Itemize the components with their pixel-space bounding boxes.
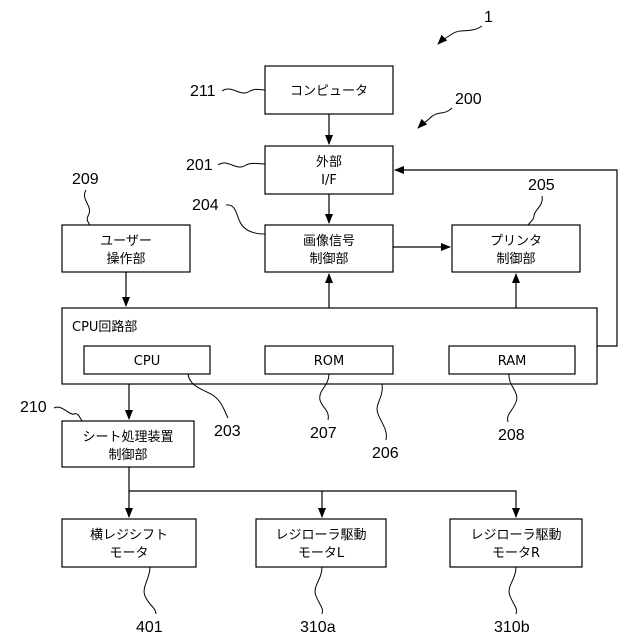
image-ctrl-label-1: 画像信号 [303, 234, 355, 249]
user-ops-label-1: ユーザー [100, 234, 152, 249]
ref-211: 211 [190, 83, 216, 100]
external-if-label-1: 外部 [316, 155, 342, 170]
lateral-motor-label-1: 横レジシフト [90, 528, 168, 543]
ref-310a-leader [315, 567, 322, 614]
reg-motor-l-label-2: モータL [298, 546, 345, 561]
ref-310b: 310b [494, 619, 530, 636]
ref-205-leader [528, 196, 542, 225]
ref-206: 206 [372, 445, 399, 462]
ref-201: 201 [186, 157, 213, 174]
sheet-ctrl-label-2: 制御部 [108, 448, 147, 463]
image-ctrl-label-2: 制御部 [309, 252, 348, 267]
ref-204-leader [226, 205, 265, 234]
sheet-ctrl-label-1: シート処理装置 [82, 430, 173, 445]
ref-201-leader [218, 163, 265, 167]
ref-310b-leader [509, 567, 516, 614]
printer-ctrl-label-2: 制御部 [496, 252, 535, 267]
ref-209: 209 [72, 171, 99, 188]
external-if-label-2: I/F [321, 173, 337, 188]
computer-label: コンピュータ [290, 84, 368, 99]
figure-number: 1 [484, 9, 493, 26]
ref-200: 200 [455, 91, 482, 108]
ref-210-leader [54, 407, 82, 421]
ref-209-leader [84, 190, 90, 225]
ref-208: 208 [498, 427, 525, 444]
printer-ctrl-label-1: プリンタ [490, 234, 542, 249]
ref-200-leader [418, 108, 452, 128]
ref-310a: 310a [300, 619, 336, 636]
reg-motor-r-label-1: レジローラ駆動 [470, 528, 561, 543]
reg-motor-l-label-1: レジローラ駆動 [275, 528, 366, 543]
ref-401: 401 [136, 619, 163, 636]
cpu-circuit-label: CPU回路部 [72, 319, 137, 335]
ref-205: 205 [528, 177, 555, 194]
ref-207: 207 [310, 425, 337, 442]
cpu-label: CPU [134, 354, 160, 369]
ref-206-leader [377, 384, 386, 440]
figure-number-leader [438, 26, 482, 44]
ref-203: 203 [214, 423, 241, 440]
ref-211-leader [222, 89, 265, 93]
rom-label: ROM [314, 354, 344, 369]
ram-label: RAM [498, 354, 527, 369]
ref-401-leader [144, 567, 156, 614]
ref-210: 210 [20, 399, 47, 416]
ref-204: 204 [192, 197, 219, 214]
lateral-motor-label-2: モータ [109, 546, 148, 561]
reg-motor-r-label-2: モータR [492, 546, 540, 561]
user-ops-label-2: 操作部 [106, 251, 145, 267]
